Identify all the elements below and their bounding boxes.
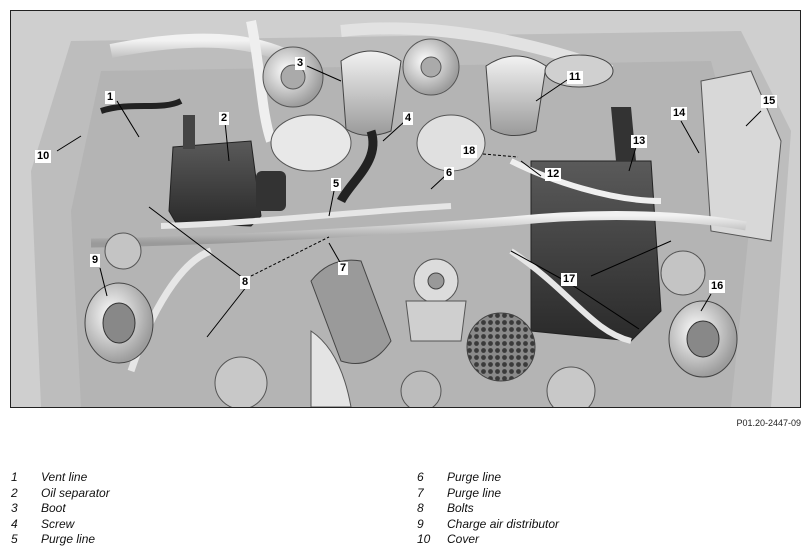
legend-number: 4 <box>11 516 18 531</box>
legend-number: 5 <box>11 532 18 546</box>
callout-10: 10 <box>35 150 52 163</box>
callout-14: 14 <box>671 107 688 120</box>
legend-number: 10 <box>417 532 431 546</box>
legend-item: 10 Cover <box>417 532 559 548</box>
legend-left-column: 1 Vent line 2 Oil separator 3 Boot 4 Screw 5… <box>11 470 110 548</box>
legend-item: 3 Boot <box>11 501 110 517</box>
callout-2: 2 <box>219 112 230 125</box>
callout-3: 3 <box>295 57 306 70</box>
callout-4: 4 <box>403 112 414 125</box>
callout-12: 12 <box>545 168 562 181</box>
legend-item: 4 Screw <box>11 517 110 533</box>
legend-label: Charge air distributor <box>447 516 560 531</box>
legend-label: Bolts <box>447 501 474 515</box>
legend-item: 9 Charge air distributor <box>417 517 559 533</box>
legend-label: Purge line <box>447 470 502 484</box>
callout-6: 6 <box>444 167 455 180</box>
legend-item: 2 Oil separator <box>11 486 110 502</box>
legend-item: 5 Purge line <box>11 532 110 548</box>
callout-17: 17 <box>561 273 578 286</box>
engine-illustration <box>11 11 800 407</box>
legend-number: 8 <box>417 501 424 515</box>
legend-label: Boot <box>41 501 66 515</box>
legend-number: 6 <box>417 470 424 484</box>
callout-15: 15 <box>761 95 778 108</box>
legend-number: 7 <box>417 485 424 500</box>
callout-13: 13 <box>631 135 648 148</box>
engine-diagram: 1 2 3 4 5 6 7 8 9 10 11 12 13 14 15 16 1… <box>10 10 801 408</box>
callout-11: 11 <box>567 71 583 84</box>
legend-number: 1 <box>11 470 18 484</box>
legend-label: Screw <box>41 516 75 531</box>
legend-label: Cover <box>447 532 480 546</box>
legend-label: Purge line <box>447 485 502 500</box>
callout-5: 5 <box>331 178 342 191</box>
legend-label: Oil separator <box>41 485 110 500</box>
legend-item: 8 Bolts <box>417 501 559 517</box>
callout-9: 9 <box>90 254 101 267</box>
legend-number: 9 <box>417 516 424 531</box>
callout-16: 16 <box>709 280 726 293</box>
legend-item: 7 Purge line <box>417 486 559 502</box>
legend-number: 3 <box>11 501 18 515</box>
callout-18: 18 <box>461 145 478 158</box>
callout-1: 1 <box>105 91 116 104</box>
legend-number: 2 <box>11 485 18 500</box>
legend-label: Vent line <box>41 470 88 484</box>
legend-item: 6 Purge line <box>417 470 559 486</box>
figure-code: P01.20-2447-09 <box>736 418 801 428</box>
callout-7: 7 <box>338 262 349 275</box>
callout-8: 8 <box>240 276 251 289</box>
legend-label: Purge line <box>41 532 96 546</box>
legend-item: 1 Vent line <box>11 470 110 486</box>
